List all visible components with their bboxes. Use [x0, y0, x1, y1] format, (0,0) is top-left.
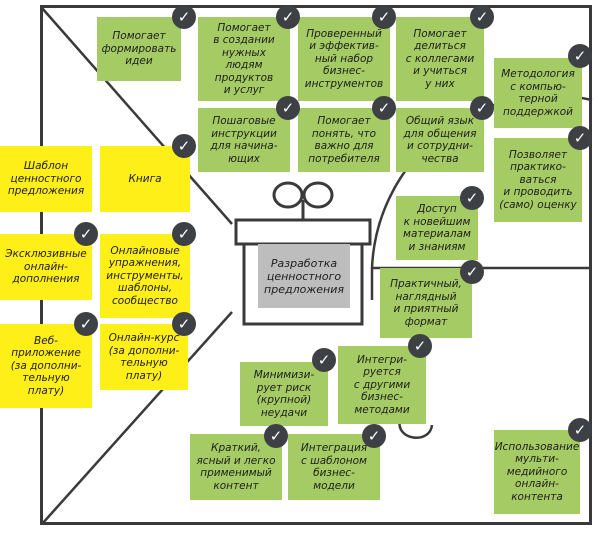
check-icon: ✓: [362, 424, 386, 448]
check-icon: ✓: [74, 222, 98, 246]
note-practice-assessment: Позволяет практико- ваться и проводить (…: [494, 138, 582, 222]
note-online-course: Онлайн-курс (за дополни- тельную плату): [100, 324, 188, 390]
check-icon: ✓: [568, 418, 592, 442]
note-template: Шаблон ценностного предложения: [0, 146, 92, 212]
note-multimedia-content: Использование мульти- медийного онлайн- …: [494, 430, 580, 514]
check-icon: ✓: [74, 312, 98, 336]
check-icon: ✓: [372, 5, 396, 29]
note-business-model-integration: Интеграция с шаблоном бизнес- модели: [288, 434, 380, 500]
check-icon: ✓: [172, 222, 196, 246]
note-web-app: Веб- приложение (за дополни- тельную пла…: [0, 324, 92, 408]
check-icon: ✓: [408, 334, 432, 358]
diagonal-bottom-line: [41, 311, 233, 525]
check-icon: ✓: [172, 312, 196, 336]
check-icon: ✓: [172, 134, 196, 158]
diagonal-top-line: [41, 7, 233, 225]
check-icon: ✓: [276, 5, 300, 29]
note-computer-methodology: Методология с компью- терной поддержкой: [494, 58, 582, 128]
check-icon: ✓: [276, 96, 300, 120]
note-online-exercises: Онлайновые упражнения, инструменты, шабл…: [100, 234, 190, 318]
check-icon: ✓: [312, 348, 336, 372]
note-step-by-step: Пошаговые инструкции для начина- ющих: [198, 108, 290, 172]
check-icon: ✓: [568, 126, 592, 150]
check-icon: ✓: [460, 260, 484, 284]
loop-line: [398, 419, 434, 439]
check-icon: ✓: [568, 44, 592, 68]
note-exclusive-online: Эксклюзивные онлайн- дополнения: [0, 234, 92, 300]
check-icon: ✓: [264, 424, 288, 448]
note-share-with-colleagues: Помогает делиться с коллегами и учиться …: [396, 17, 484, 101]
note-helps-ideas: Помогает формировать идеи: [97, 17, 181, 81]
note-brief-content: Краткий, ясный и легко применимый контен…: [190, 434, 282, 500]
note-common-language: Общий язык для общения и сотрудни- честв…: [396, 108, 484, 172]
check-icon: ✓: [470, 5, 494, 29]
note-understand-consumer: Помогает понять, что важно для потребите…: [298, 108, 390, 172]
note-minimizes-risk: Минимизи- рует риск (крупной) неудачи: [240, 362, 328, 426]
note-book: Книга: [100, 146, 190, 212]
note-helps-create-products: Помогает в создании нужных людям продукт…: [198, 17, 290, 101]
check-icon: ✓: [470, 96, 494, 120]
center-label: Разработка ценностного предложения: [258, 244, 350, 308]
note-proven-toolset: Проверенный и эффектив- ный набор бизнес…: [298, 17, 390, 101]
note-integrates-methods: Интегри- руется с другими бизнес- метода…: [338, 346, 426, 424]
note-practical-format: Практичный, наглядный и приятный формат: [380, 268, 472, 338]
check-icon: ✓: [172, 5, 196, 29]
check-icon: ✓: [460, 186, 484, 210]
check-icon: ✓: [372, 96, 396, 120]
